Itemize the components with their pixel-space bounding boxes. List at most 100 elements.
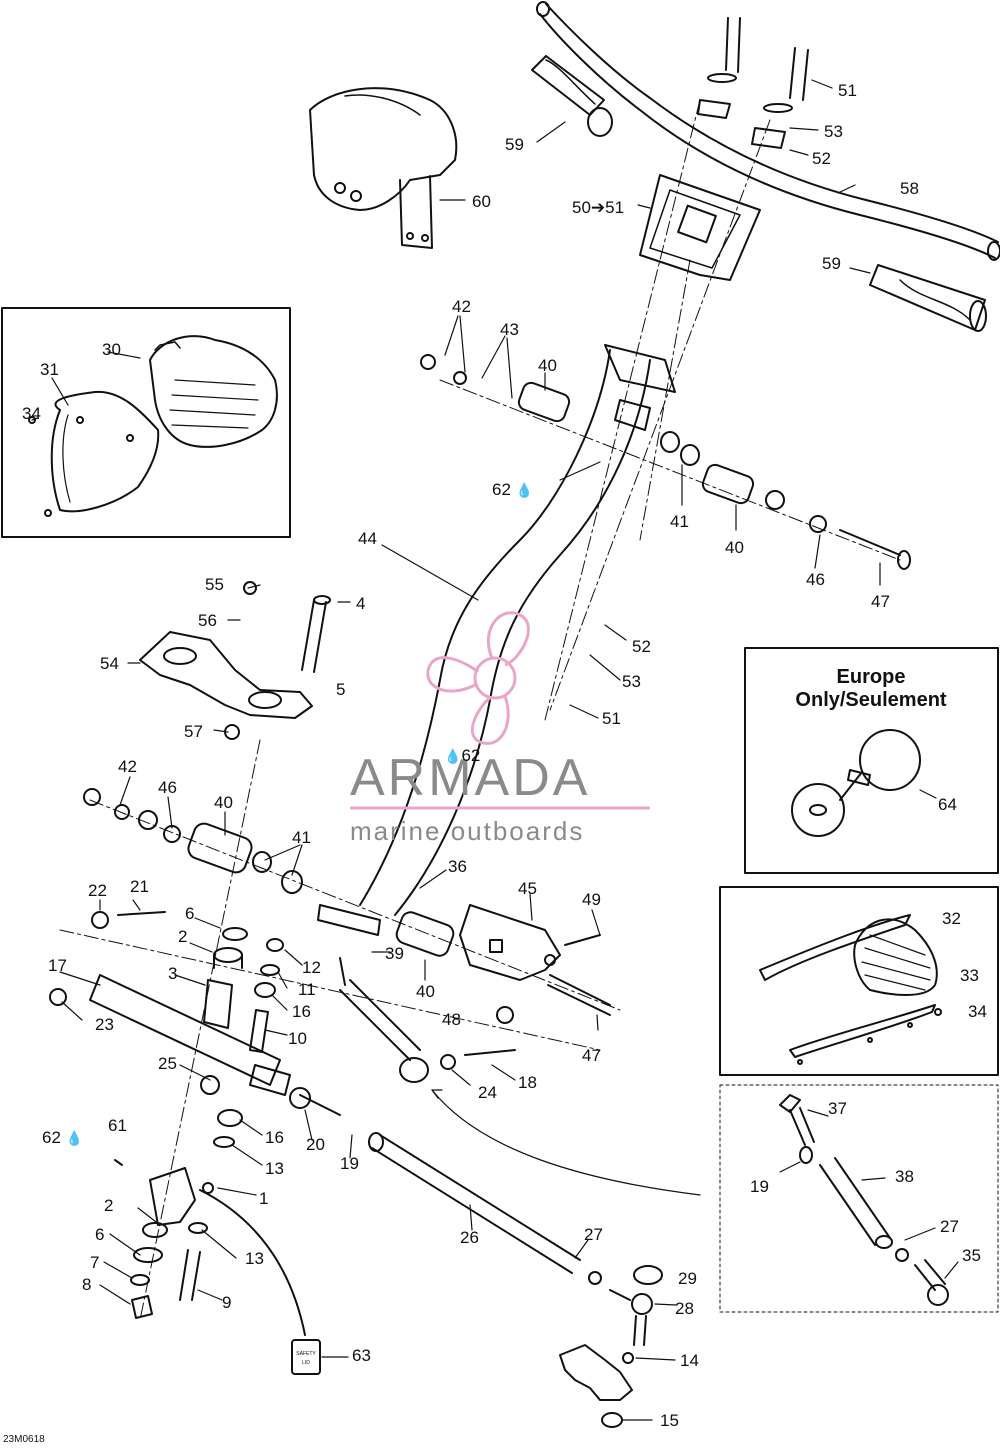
- part-label-22: 22: [88, 881, 107, 900]
- part-label-35: 35: [962, 1246, 981, 1265]
- part-label-13: 13: [245, 1249, 264, 1268]
- part-label-5: 5: [336, 680, 346, 699]
- tie-rod: [289, 1087, 663, 1346]
- part-label-42: 42: [452, 297, 471, 316]
- part-label-51: 51: [838, 81, 857, 100]
- part-label-37: 37: [828, 1099, 847, 1118]
- part-label-24: 24: [478, 1083, 497, 1102]
- dess-label: SAFETY LID: [199, 1189, 321, 1375]
- part-label-26: 26: [460, 1228, 479, 1247]
- part-label-6: 6: [95, 1225, 105, 1244]
- part-label-19: 19: [750, 1177, 769, 1196]
- inset-box-boot: [1, 307, 291, 538]
- part-label-62-text: 62: [492, 480, 511, 499]
- part-label-12: 12: [302, 958, 321, 977]
- part-label-44: 44: [358, 529, 377, 548]
- part-label-27: 27: [940, 1217, 959, 1236]
- part-label-32: 32: [942, 909, 961, 928]
- part-label-19: 19: [340, 1154, 359, 1173]
- part-label-34: 34: [968, 1002, 987, 1021]
- part-label-50-51: 50➔51: [572, 198, 625, 217]
- part-label-2: 2: [178, 927, 188, 946]
- part-label-30: 30: [102, 340, 121, 359]
- watermark-subtitle: marine outboards: [350, 816, 585, 846]
- part-label-2: 2: [104, 1196, 114, 1215]
- handlebar-cover: [309, 87, 458, 249]
- grip-left: [531, 55, 613, 137]
- part-label-39: 39: [385, 944, 404, 963]
- part-label-21: 21: [130, 877, 149, 896]
- watermark-propeller-icon: [426, 611, 530, 745]
- part-label-23: 23: [95, 1015, 114, 1034]
- part-label-55: 55: [205, 575, 224, 594]
- part-label-7: 7: [90, 1253, 100, 1272]
- oil-drop-icon: 💧: [515, 482, 534, 498]
- part-label-40: 40: [725, 538, 744, 557]
- steering-column: [317, 344, 676, 936]
- oil-drop-icon: 💧: [444, 748, 462, 764]
- part-label-48: 48: [442, 1010, 461, 1029]
- part-label-14: 14: [680, 1351, 699, 1370]
- part-label-51: 51: [602, 709, 621, 728]
- upper-clamp: [639, 17, 809, 281]
- bracket-45: [459, 904, 611, 1024]
- part-label-11: 11: [298, 980, 316, 999]
- inset-box-europe: [744, 647, 999, 874]
- part-label-3: 3: [168, 964, 178, 983]
- part-label-57: 57: [184, 722, 203, 741]
- part-label-47: 47: [582, 1046, 601, 1065]
- part-label-8: 8: [82, 1275, 92, 1294]
- part-label-16: 16: [292, 1002, 311, 1021]
- lower-pivot-assembly: [83, 788, 455, 957]
- part-label-61: 61: [108, 1116, 127, 1135]
- part-label-41: 41: [670, 512, 689, 531]
- part-label-40: 40: [214, 793, 233, 812]
- part-label-18: 18: [518, 1073, 537, 1092]
- part-label-59: 59: [822, 254, 841, 273]
- part-label-59: 59: [505, 135, 524, 154]
- part-label-60: 60: [472, 192, 491, 211]
- part-label-25: 25: [158, 1054, 177, 1073]
- part-label-13: 13: [265, 1159, 284, 1178]
- part-label-43: 43: [500, 320, 519, 339]
- part-label-16: 16: [265, 1128, 284, 1147]
- stop-plate: [559, 1344, 634, 1428]
- part-label-31: 31: [40, 360, 59, 379]
- part-label-15: 15: [660, 1411, 679, 1430]
- part-label-41: 41: [292, 828, 311, 847]
- inset-box-boot-2: [719, 886, 999, 1076]
- part-label-29: 29: [678, 1269, 697, 1288]
- steering-arm: [89, 957, 516, 1096]
- part-label-36: 36: [448, 857, 467, 876]
- part-label-62-text: 62: [42, 1128, 61, 1147]
- part-label-49: 49: [582, 890, 601, 909]
- part-label-20: 20: [306, 1135, 325, 1154]
- part-label-38: 38: [895, 1167, 914, 1186]
- part-label-46: 46: [806, 570, 825, 589]
- part-label-17: 17: [48, 956, 67, 975]
- europe-title-line2: Only/Seulement: [795, 689, 947, 711]
- part-label-52: 52: [632, 637, 651, 656]
- part-label-1: 1: [259, 1189, 269, 1208]
- part-label-54: 54: [100, 654, 119, 673]
- diagram-code: 23M0618: [3, 1434, 45, 1445]
- part-label-40: 40: [538, 356, 557, 375]
- part-label-46: 46: [158, 778, 177, 797]
- oil-drop-icon: 💧: [65, 1130, 84, 1146]
- europe-title-line1: Europe: [836, 666, 906, 688]
- part-label-4: 4: [356, 594, 366, 613]
- part-label-33: 33: [960, 966, 979, 985]
- part-label-34: 34: [22, 404, 41, 423]
- svg-text:SAFETY: SAFETY: [296, 1351, 316, 1357]
- europe-box-title: Europe Only/Seulement: [748, 666, 994, 712]
- part-label-27: 27: [584, 1225, 603, 1244]
- part-label-45: 45: [518, 879, 537, 898]
- part-label-6: 6: [185, 904, 195, 923]
- part-label-28: 28: [675, 1299, 694, 1318]
- part-label-63: 63: [352, 1346, 371, 1365]
- part-label-62: 62 💧: [42, 1129, 83, 1146]
- part-label-53: 53: [824, 122, 843, 141]
- part-label-52: 52: [812, 149, 831, 168]
- part-label-62-text: 62: [461, 746, 481, 765]
